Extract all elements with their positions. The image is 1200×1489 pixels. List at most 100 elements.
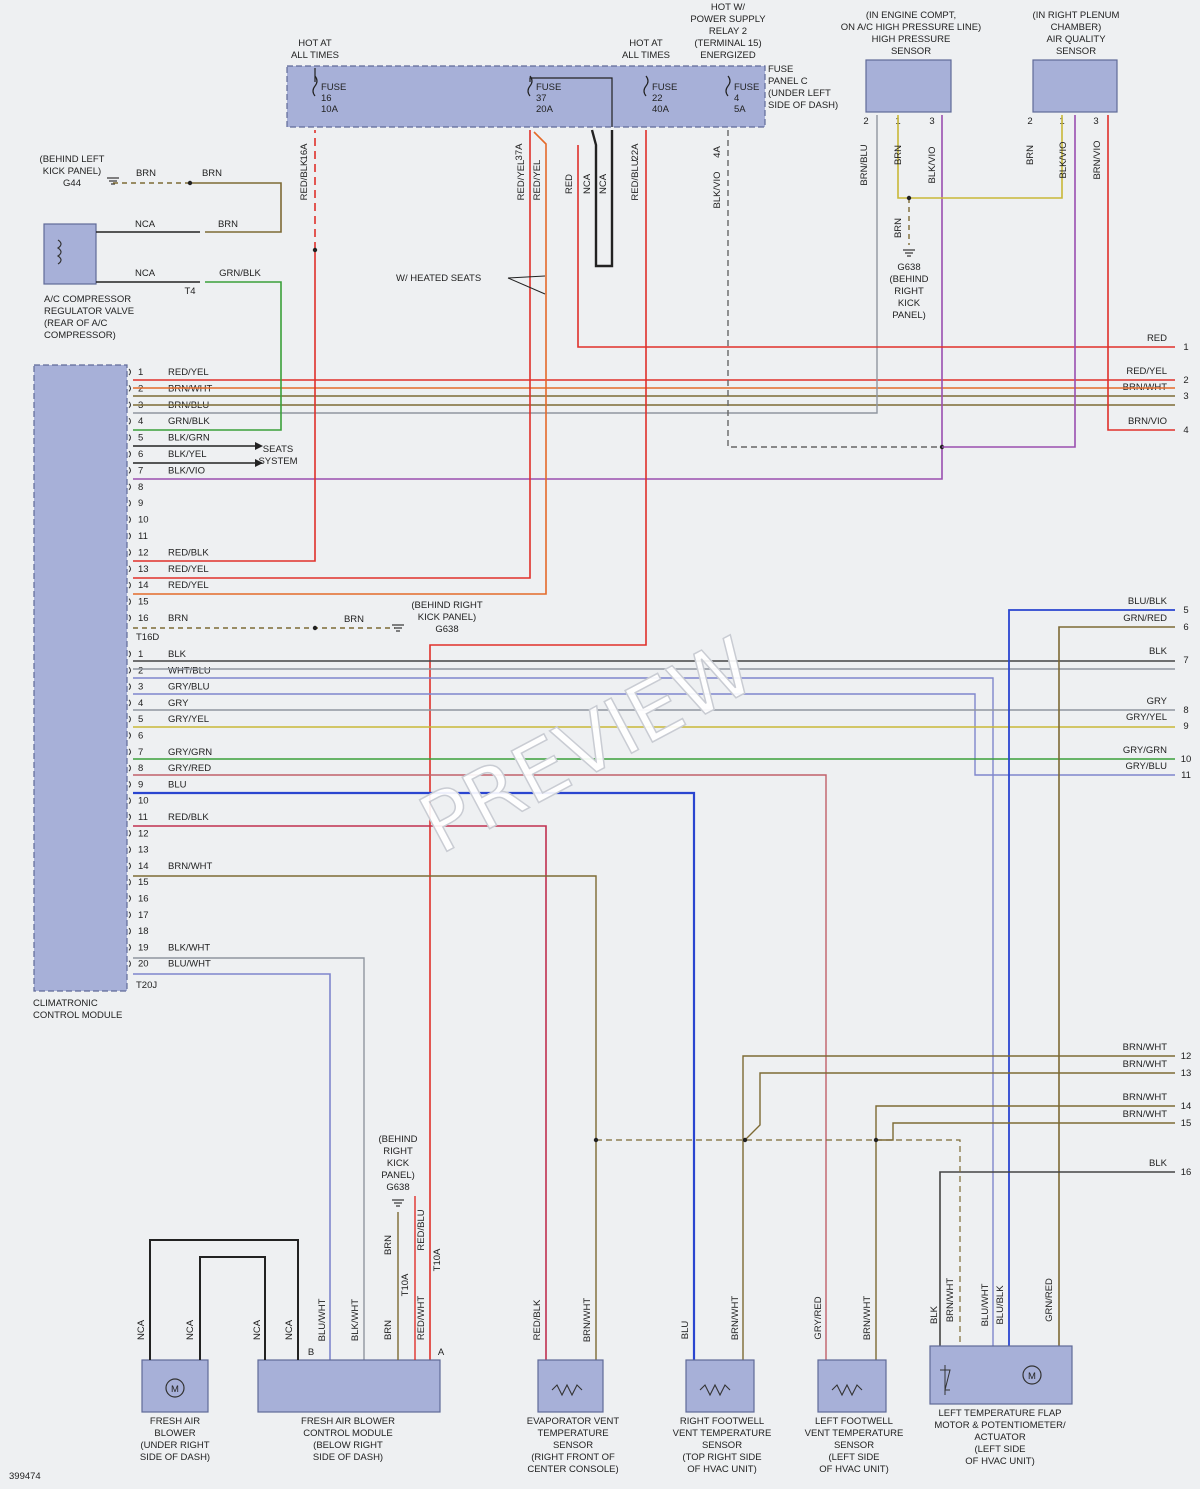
pin-number: 11 — [138, 531, 148, 542]
pin-number: 19 — [138, 942, 149, 953]
blower-control-label: SIDE OF DASH) — [313, 1452, 383, 1463]
high-pressure-sensor-label: ON A/C HIGH PRESSURE LINE) — [841, 22, 981, 33]
wire-color-label: BRN — [893, 145, 904, 165]
reference-number: 11 — [1181, 770, 1191, 781]
fuse-label: 40A — [652, 104, 670, 115]
wire-color-label: WHT/BLU — [168, 665, 211, 676]
motor-icon — [1022, 1365, 1042, 1385]
connector-pin-icon — [128, 683, 131, 690]
flap-actuator-label: (LEFT SIDE — [974, 1444, 1025, 1455]
pin-number: 3 — [929, 116, 934, 127]
pointer-line — [507, 275, 546, 279]
splice-dot — [312, 247, 318, 253]
air-quality-sensor-label: AIR QUALITY — [1046, 34, 1106, 45]
wire-gry-blu — [133, 677, 994, 1350]
high-pressure-sensor-label: HIGH PRESSURE — [872, 34, 951, 45]
wire-color-label: BLU/BLK — [995, 1285, 1006, 1325]
fuse-terminal-label: 22A — [630, 143, 641, 161]
wire-color-label: RED/BLU — [416, 1209, 427, 1250]
connector-label: T10A — [432, 1248, 443, 1271]
fuse-label: 37 — [536, 93, 547, 104]
wire-grn-blk — [133, 281, 282, 431]
power-supply-relay-label: HOT W/ — [711, 2, 745, 13]
seats-system-label: SYSTEM — [258, 456, 297, 467]
fuse-label: 20A — [536, 104, 554, 115]
fuse-label: FUSE — [321, 82, 346, 93]
thermistor-icon — [831, 1383, 863, 1397]
wire-color-label: BLK/VIO — [927, 147, 938, 184]
wire-brn — [190, 182, 282, 233]
fresh-air-blower-control-box — [257, 1359, 441, 1413]
wire-gry-blu — [133, 693, 1175, 776]
wire-red-yel — [133, 130, 531, 579]
ground-g44-label: G44 — [63, 178, 81, 189]
connector-pin-icon — [128, 417, 131, 425]
pin-number: 16 — [138, 613, 149, 624]
wire-nca — [149, 1239, 299, 1360]
arrow-icon — [255, 459, 263, 467]
seats-system-label: SEATS — [263, 444, 293, 455]
connector-pin-icon — [128, 549, 131, 556]
pin-number: 2 — [138, 665, 143, 676]
connector-label: T20J — [136, 980, 157, 991]
wire-gry-red — [133, 774, 827, 1360]
wire-color-label: BRN — [383, 1320, 394, 1340]
connector-pin-icon — [128, 650, 131, 658]
connector-pin-icon — [128, 960, 131, 968]
wire-blk-vio — [133, 115, 943, 480]
climatronic-label: CONTROL MODULE — [33, 1010, 122, 1021]
evaporator-sensor-label: SENSOR — [553, 1440, 593, 1451]
wire-color-label: GRY/RED — [168, 763, 211, 774]
fresh-air-blower-box — [141, 1359, 209, 1413]
wire-color-label: GRY/GRN — [1123, 745, 1167, 756]
connector-pin-icon — [128, 748, 131, 756]
pointer-line — [507, 277, 546, 295]
wire-blu — [133, 791, 696, 1360]
wire-color-label: NCA — [135, 268, 156, 279]
pin-number: 13 — [138, 564, 149, 575]
wire-color-label: RED/YEL — [168, 564, 209, 575]
connector-pin-icon — [128, 927, 131, 935]
wire-color-label: BRN/WHT — [1123, 1092, 1168, 1103]
wire-grn-red — [1058, 626, 1175, 1350]
ground-g44-label: (BEHIND LEFT — [40, 154, 105, 165]
right-footwell-sensor-label: VENT TEMPERATURE — [673, 1428, 772, 1439]
pin-number: 13 — [138, 845, 149, 856]
pin-number: 4 — [138, 698, 143, 709]
connector-pin-icon — [128, 878, 131, 886]
ground-g638-label: PANEL) — [892, 310, 926, 321]
connector-label: T4 — [184, 286, 195, 297]
fuse-bus — [529, 77, 613, 127]
fuse-label: 22 — [652, 93, 663, 104]
flap-actuator-label: MOTOR & POTENTIOMETER/ — [934, 1420, 1066, 1431]
wire-color-label: RED/YEL — [168, 580, 209, 591]
wire-color-label: GRN/RED — [1123, 613, 1167, 624]
left-footwell-sensor-label: SENSOR — [834, 1440, 874, 1451]
hot-at-all-times-label: HOT AT — [298, 38, 332, 49]
fuse-icon — [643, 75, 649, 97]
right-footwell-sensor-label: SENSOR — [702, 1440, 742, 1451]
connector-pin-icon — [128, 895, 131, 902]
reference-number: 13 — [1181, 1068, 1192, 1079]
connector-pin-icon — [128, 846, 131, 853]
reference-number: 14 — [1181, 1101, 1192, 1112]
reference-number: 5 — [1183, 605, 1188, 616]
wire-color-label: RED/WHT — [416, 1296, 427, 1341]
air-quality-sensor-label: (IN RIGHT PLENUM — [1033, 10, 1120, 21]
wire-color-label: BRN/WHT — [862, 1296, 873, 1341]
fresh-air-blower-label: (UNDER RIGHT — [140, 1440, 209, 1451]
connector-label: T16D — [136, 632, 159, 643]
high-pressure-sensor-label: SENSOR — [891, 46, 931, 57]
connector-pin-icon — [128, 862, 131, 870]
flap-actuator-label: ACTUATOR — [974, 1432, 1026, 1443]
evaporator-sensor-label: (RIGHT FRONT OF — [531, 1452, 615, 1463]
wire-brn-wht — [596, 1139, 961, 1350]
connector-pin-icon — [128, 829, 131, 837]
pin-number: 5 — [138, 714, 143, 725]
connector-pin-icon — [128, 467, 131, 474]
wire-brn-wht — [876, 1122, 1175, 1141]
pin-number: 6 — [138, 449, 143, 460]
wire-color-label: BRN/WHT — [1123, 1109, 1168, 1120]
fuse-label: FUSE — [652, 82, 677, 93]
pin-number: 6 — [138, 731, 143, 742]
